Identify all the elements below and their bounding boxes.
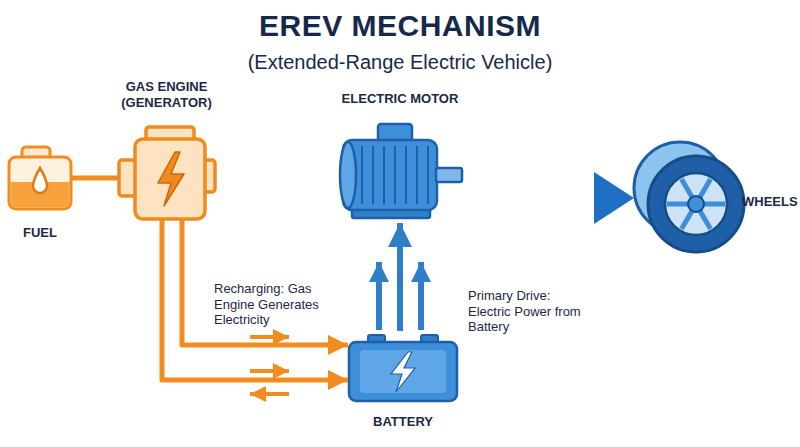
charge-line: [182, 220, 348, 345]
power-arrow: [397, 223, 403, 331]
fuel-tank: FUEL: [8, 147, 72, 210]
motor-fin: [372, 146, 374, 204]
wheels-icon: [634, 142, 744, 252]
node-label: GAS ENGINE (GENERATOR): [108, 79, 225, 110]
battery: BATTERY: [348, 334, 458, 402]
fuel-can: [9, 147, 71, 209]
drive-arrow: [464, 188, 634, 208]
gas-engine-icon: [119, 127, 215, 219]
generator-engine: GAS ENGINE (GENERATOR): [118, 125, 215, 220]
node-label: WHEELS: [742, 194, 796, 210]
charge-line: [162, 220, 348, 380]
electric-motor: ELECTRIC MOTOR: [338, 122, 462, 219]
motor-fin: [394, 146, 396, 204]
node-label: ELECTRIC MOTOR: [320, 91, 480, 107]
diagram-title: EREV MECHANISM: [0, 8, 800, 44]
wheels: WHEELS: [632, 140, 744, 254]
motor-fin: [427, 146, 429, 204]
fuel-line: [72, 176, 118, 181]
edge-label: Primary Drive: Electric Power from Batte…: [468, 288, 586, 335]
electric-motor-icon: [340, 124, 462, 218]
motor-fin: [416, 146, 418, 204]
edge-label: Recharging: Gas Engine Generates Electri…: [214, 281, 346, 328]
battery-icon: [349, 335, 457, 401]
motor-fin: [383, 146, 385, 204]
subtitle: (Extended-Range Electric Vehicle): [0, 50, 800, 74]
motor-fin: [361, 146, 363, 204]
node-label: FUEL: [0, 225, 80, 241]
motor-fin: [405, 146, 407, 204]
node-label: BATTERY: [343, 414, 463, 430]
